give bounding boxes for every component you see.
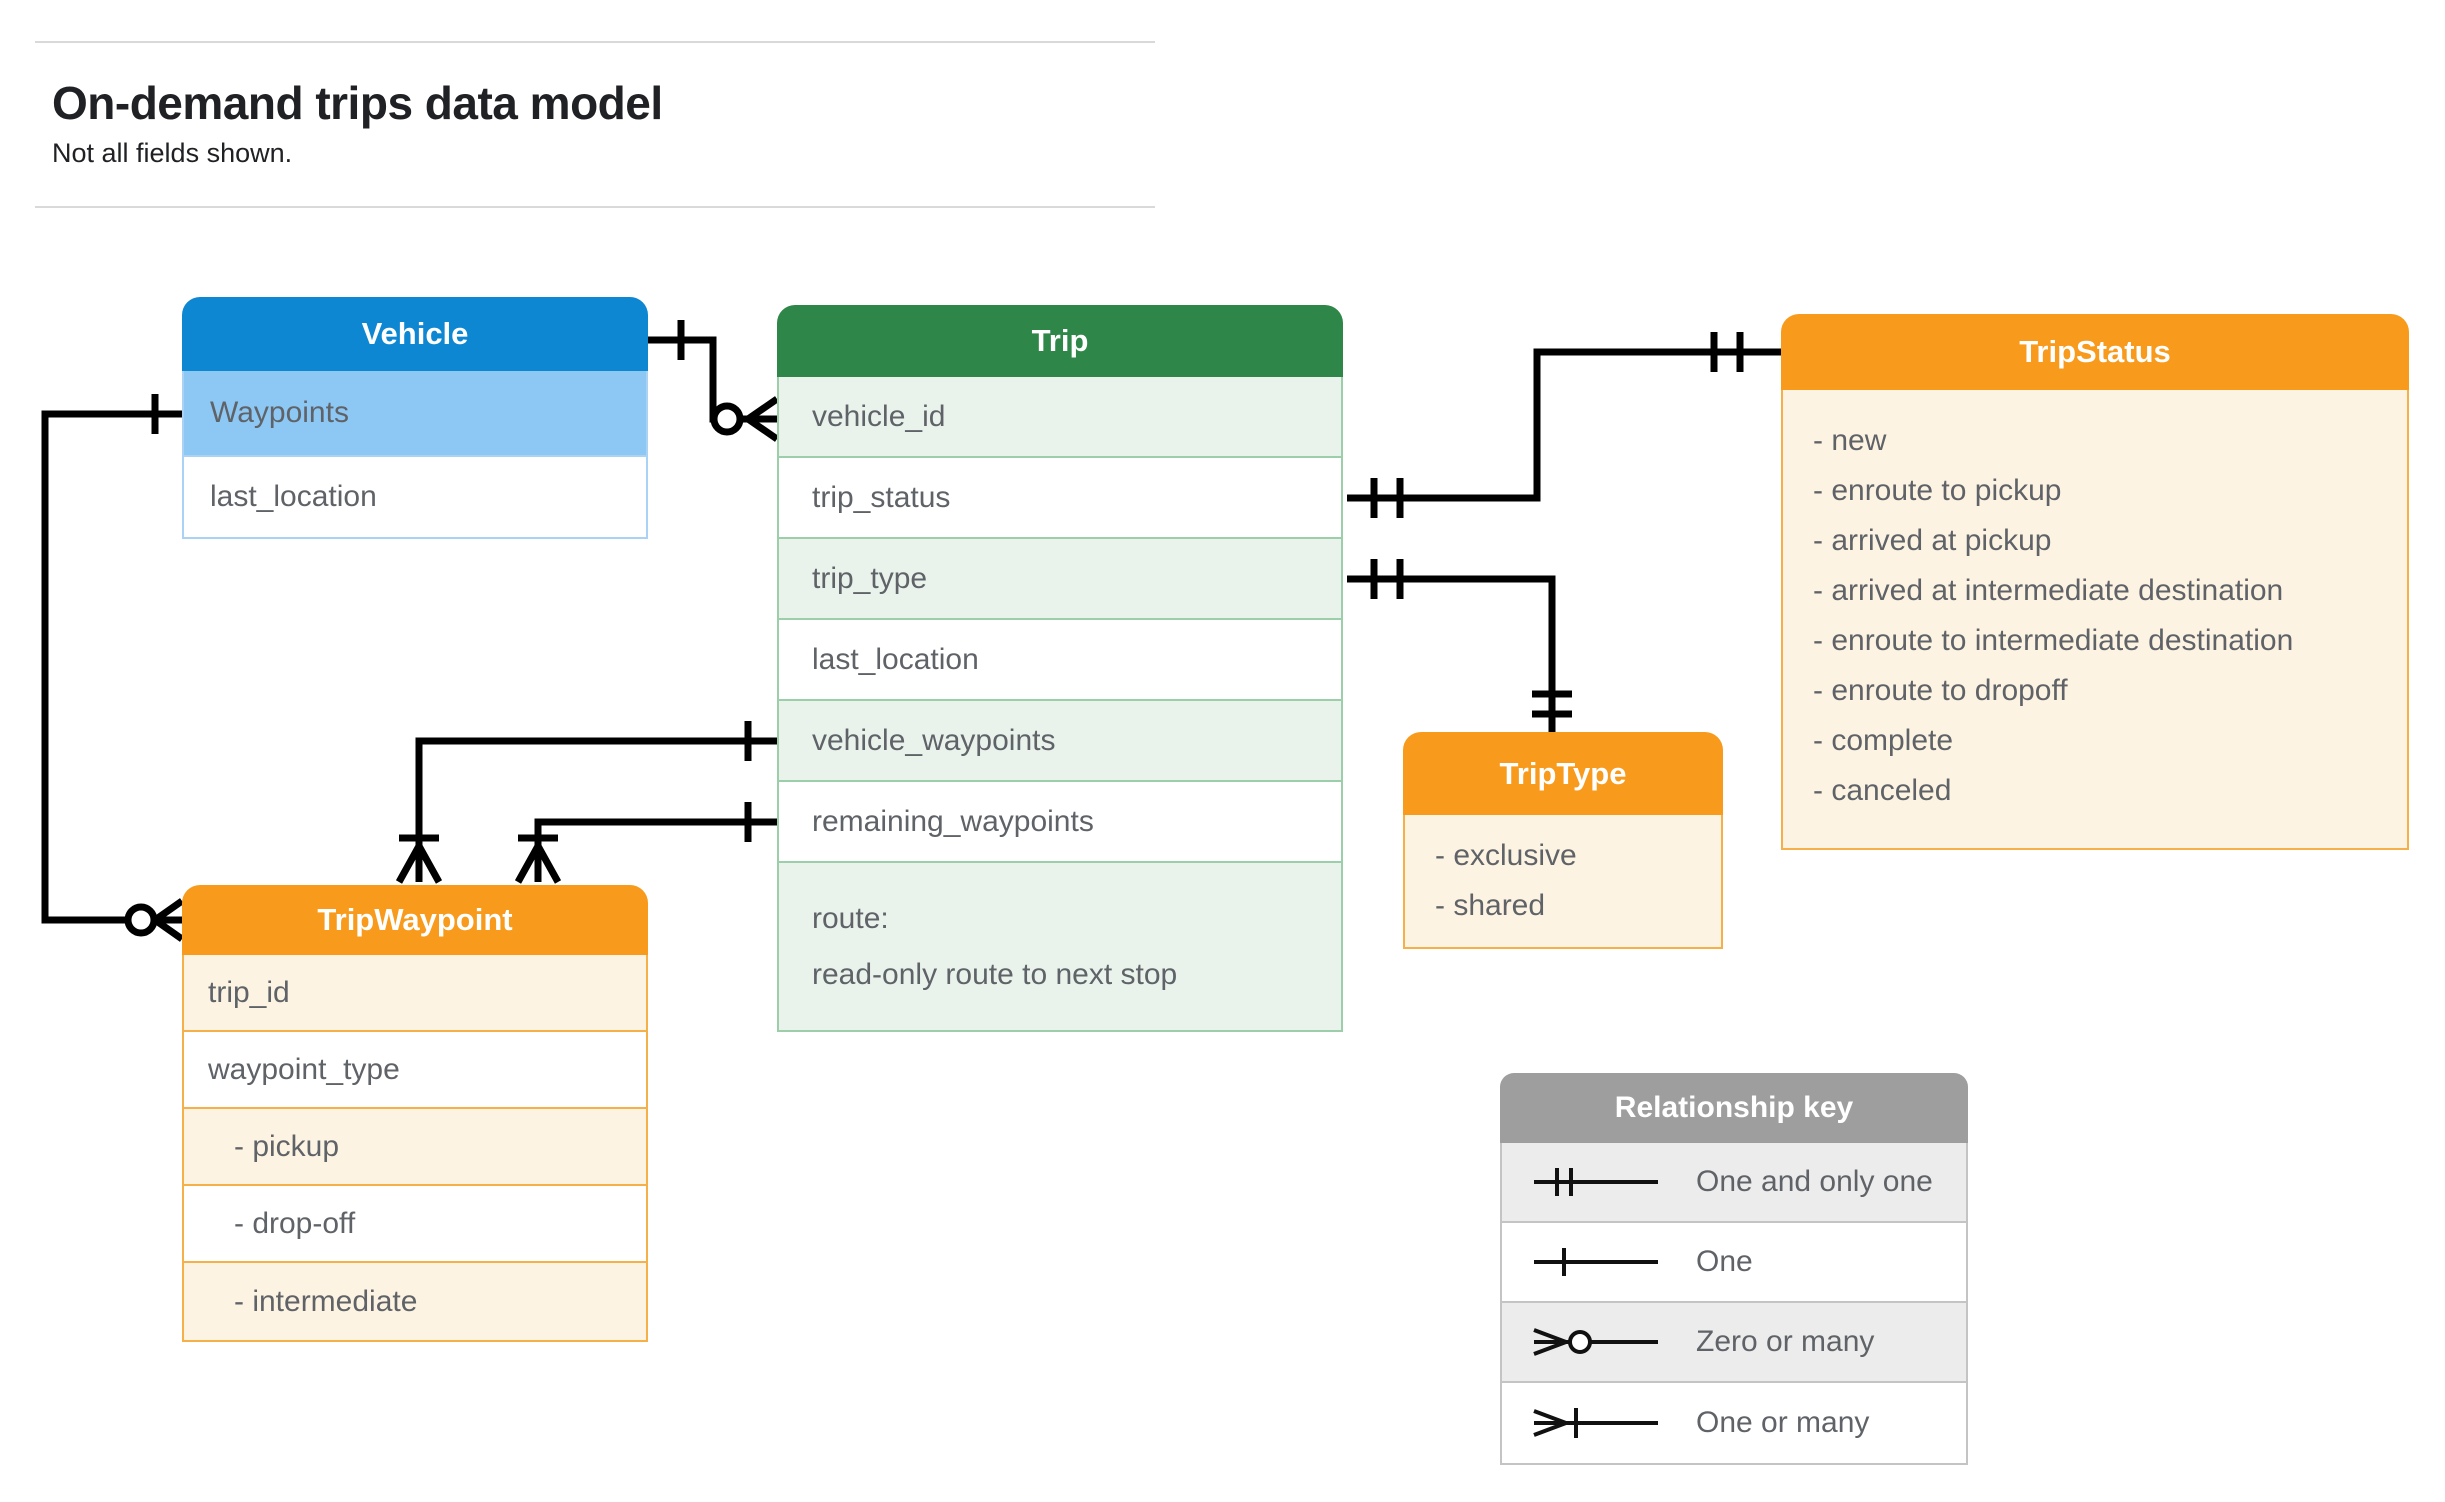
tripwaypoint-field-waypoint-type: waypoint_type xyxy=(184,1032,646,1109)
connector-remaining-waypoints xyxy=(514,802,777,884)
legend-label: One or many xyxy=(1696,1406,1870,1439)
trip-field-vehicle-waypoints: vehicle_waypoints xyxy=(779,701,1341,782)
tripwaypoint-value-drop-off: - drop-off xyxy=(184,1186,646,1263)
trip-route-label: route: xyxy=(812,901,889,935)
tripstatus-value-arrived-at-intermediate-destination: - arrived at intermediate destination xyxy=(1813,574,2284,607)
tripstatus-value-enroute-to-dropoff: - enroute to dropoff xyxy=(1813,674,2068,707)
one-and-only-one-symbol xyxy=(1534,1168,1658,1196)
tripstatus-value-canceled: - canceled xyxy=(1813,774,1952,807)
trip-field-remaining-waypoints: remaining_waypoints xyxy=(779,782,1341,863)
trip-field-trip-status: trip_status xyxy=(779,458,1341,539)
entity-vehicle: Vehicle Waypoints last_location xyxy=(182,297,648,539)
entity-tripstatus: TripStatus - new - enroute to pickup - a… xyxy=(1781,314,2409,850)
zero-or-many-symbol xyxy=(1533,1328,1658,1356)
trip-field-vehicle-id: vehicle_id xyxy=(779,377,1341,458)
entity-vehicle-title: Vehicle xyxy=(182,297,648,371)
connector-vehicle-trip xyxy=(648,320,779,442)
entity-trip-title: Trip xyxy=(777,305,1343,377)
legend-label: Zero or many xyxy=(1696,1325,1875,1358)
legend-row-one-or-many: One or many xyxy=(1502,1383,1966,1463)
legend-label: One and only one xyxy=(1696,1165,1933,1198)
trip-field-route: route: read-only route to next stop xyxy=(779,863,1341,1030)
tripstatus-value-complete: - complete xyxy=(1813,724,1954,757)
connector-vehicle-waypoints xyxy=(395,721,777,884)
vehicle-field-last-location: last_location xyxy=(184,457,646,537)
tripwaypoint-value-intermediate: - intermediate xyxy=(184,1263,646,1340)
one-or-many-symbol xyxy=(1533,1408,1658,1438)
vehicle-field-waypoints: Waypoints xyxy=(184,371,646,457)
trip-route-description: read-only route to next stop xyxy=(812,957,1178,991)
trip-field-trip-type: trip_type xyxy=(779,539,1341,620)
legend-label: One xyxy=(1696,1245,1753,1278)
tripwaypoint-value-pickup: - pickup xyxy=(184,1109,646,1186)
triptype-value-shared: - shared xyxy=(1435,889,1546,922)
triptype-value-exclusive: - exclusive xyxy=(1435,839,1577,872)
trip-field-last-location: last_location xyxy=(779,620,1341,701)
divider-bottom xyxy=(35,206,1155,208)
tripstatus-value-enroute-to-intermediate-destination: - enroute to intermediate destination xyxy=(1813,624,2294,657)
relationship-key-title: Relationship key xyxy=(1500,1073,1968,1143)
one-symbol xyxy=(1534,1248,1658,1276)
divider-top xyxy=(35,41,1155,43)
page-subtitle: Not all fields shown. xyxy=(52,138,293,168)
entity-tripstatus-title: TripStatus xyxy=(1781,314,2409,390)
entity-tripwaypoint-title: TripWaypoint xyxy=(182,885,648,955)
legend-row-one-and-only-one: One and only one xyxy=(1502,1143,1966,1223)
entity-tripwaypoint: TripWaypoint trip_id waypoint_type - pic… xyxy=(182,885,648,1342)
entity-triptype: TripType - exclusive - shared xyxy=(1403,732,1723,949)
legend-row-zero-or-many: Zero or many xyxy=(1502,1303,1966,1383)
relationship-key: Relationship key One and only one One Ze… xyxy=(1500,1073,1968,1465)
connector-tripstatus xyxy=(1347,332,1781,518)
connector-waypoints-tripwaypoint xyxy=(41,394,185,942)
tripwaypoint-field-trip-id: trip_id xyxy=(184,955,646,1032)
legend-row-one: One xyxy=(1502,1223,1966,1303)
tripstatus-value-new: - new xyxy=(1813,424,1887,457)
tripstatus-value-enroute-to-pickup: - enroute to pickup xyxy=(1813,474,2062,507)
connector-triptype xyxy=(1347,559,1572,732)
entity-triptype-title: TripType xyxy=(1403,732,1723,815)
entity-trip: Trip vehicle_id trip_status trip_type la… xyxy=(777,305,1343,1032)
page-title: On-demand trips data model xyxy=(52,77,663,129)
tripstatus-value-arrived-at-pickup: - arrived at pickup xyxy=(1813,524,2052,557)
